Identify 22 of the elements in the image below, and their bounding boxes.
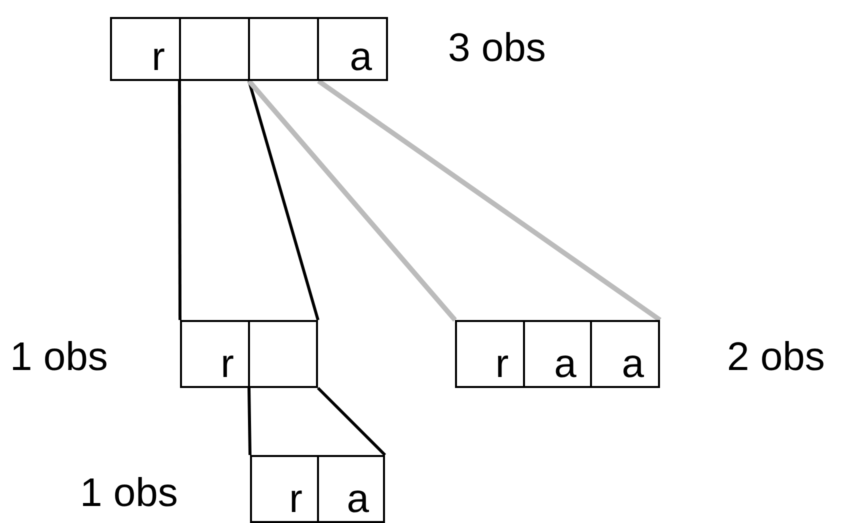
observation-count: 1 obs [10,337,108,377]
field-label: r [495,344,509,384]
record-box [250,455,385,523]
field-label: a [346,479,369,519]
field-label: a [350,37,372,77]
field-label: r [220,344,234,384]
connector-line [178,81,182,320]
record-box [110,17,388,81]
record-box [180,320,318,388]
field-label: r [152,37,165,77]
field-label: a [554,344,576,384]
connector-line [248,388,252,456]
record-box [455,320,660,388]
observation-count: 2 obs [727,337,825,377]
connector-line [248,80,320,320]
observation-count: 3 obs [448,28,546,68]
field-label: r [289,479,302,519]
observation-count: 1 obs [80,473,178,513]
connector-line [247,79,457,322]
connector-line [316,386,386,456]
field-label: a [622,344,644,384]
connector-line [317,78,662,322]
